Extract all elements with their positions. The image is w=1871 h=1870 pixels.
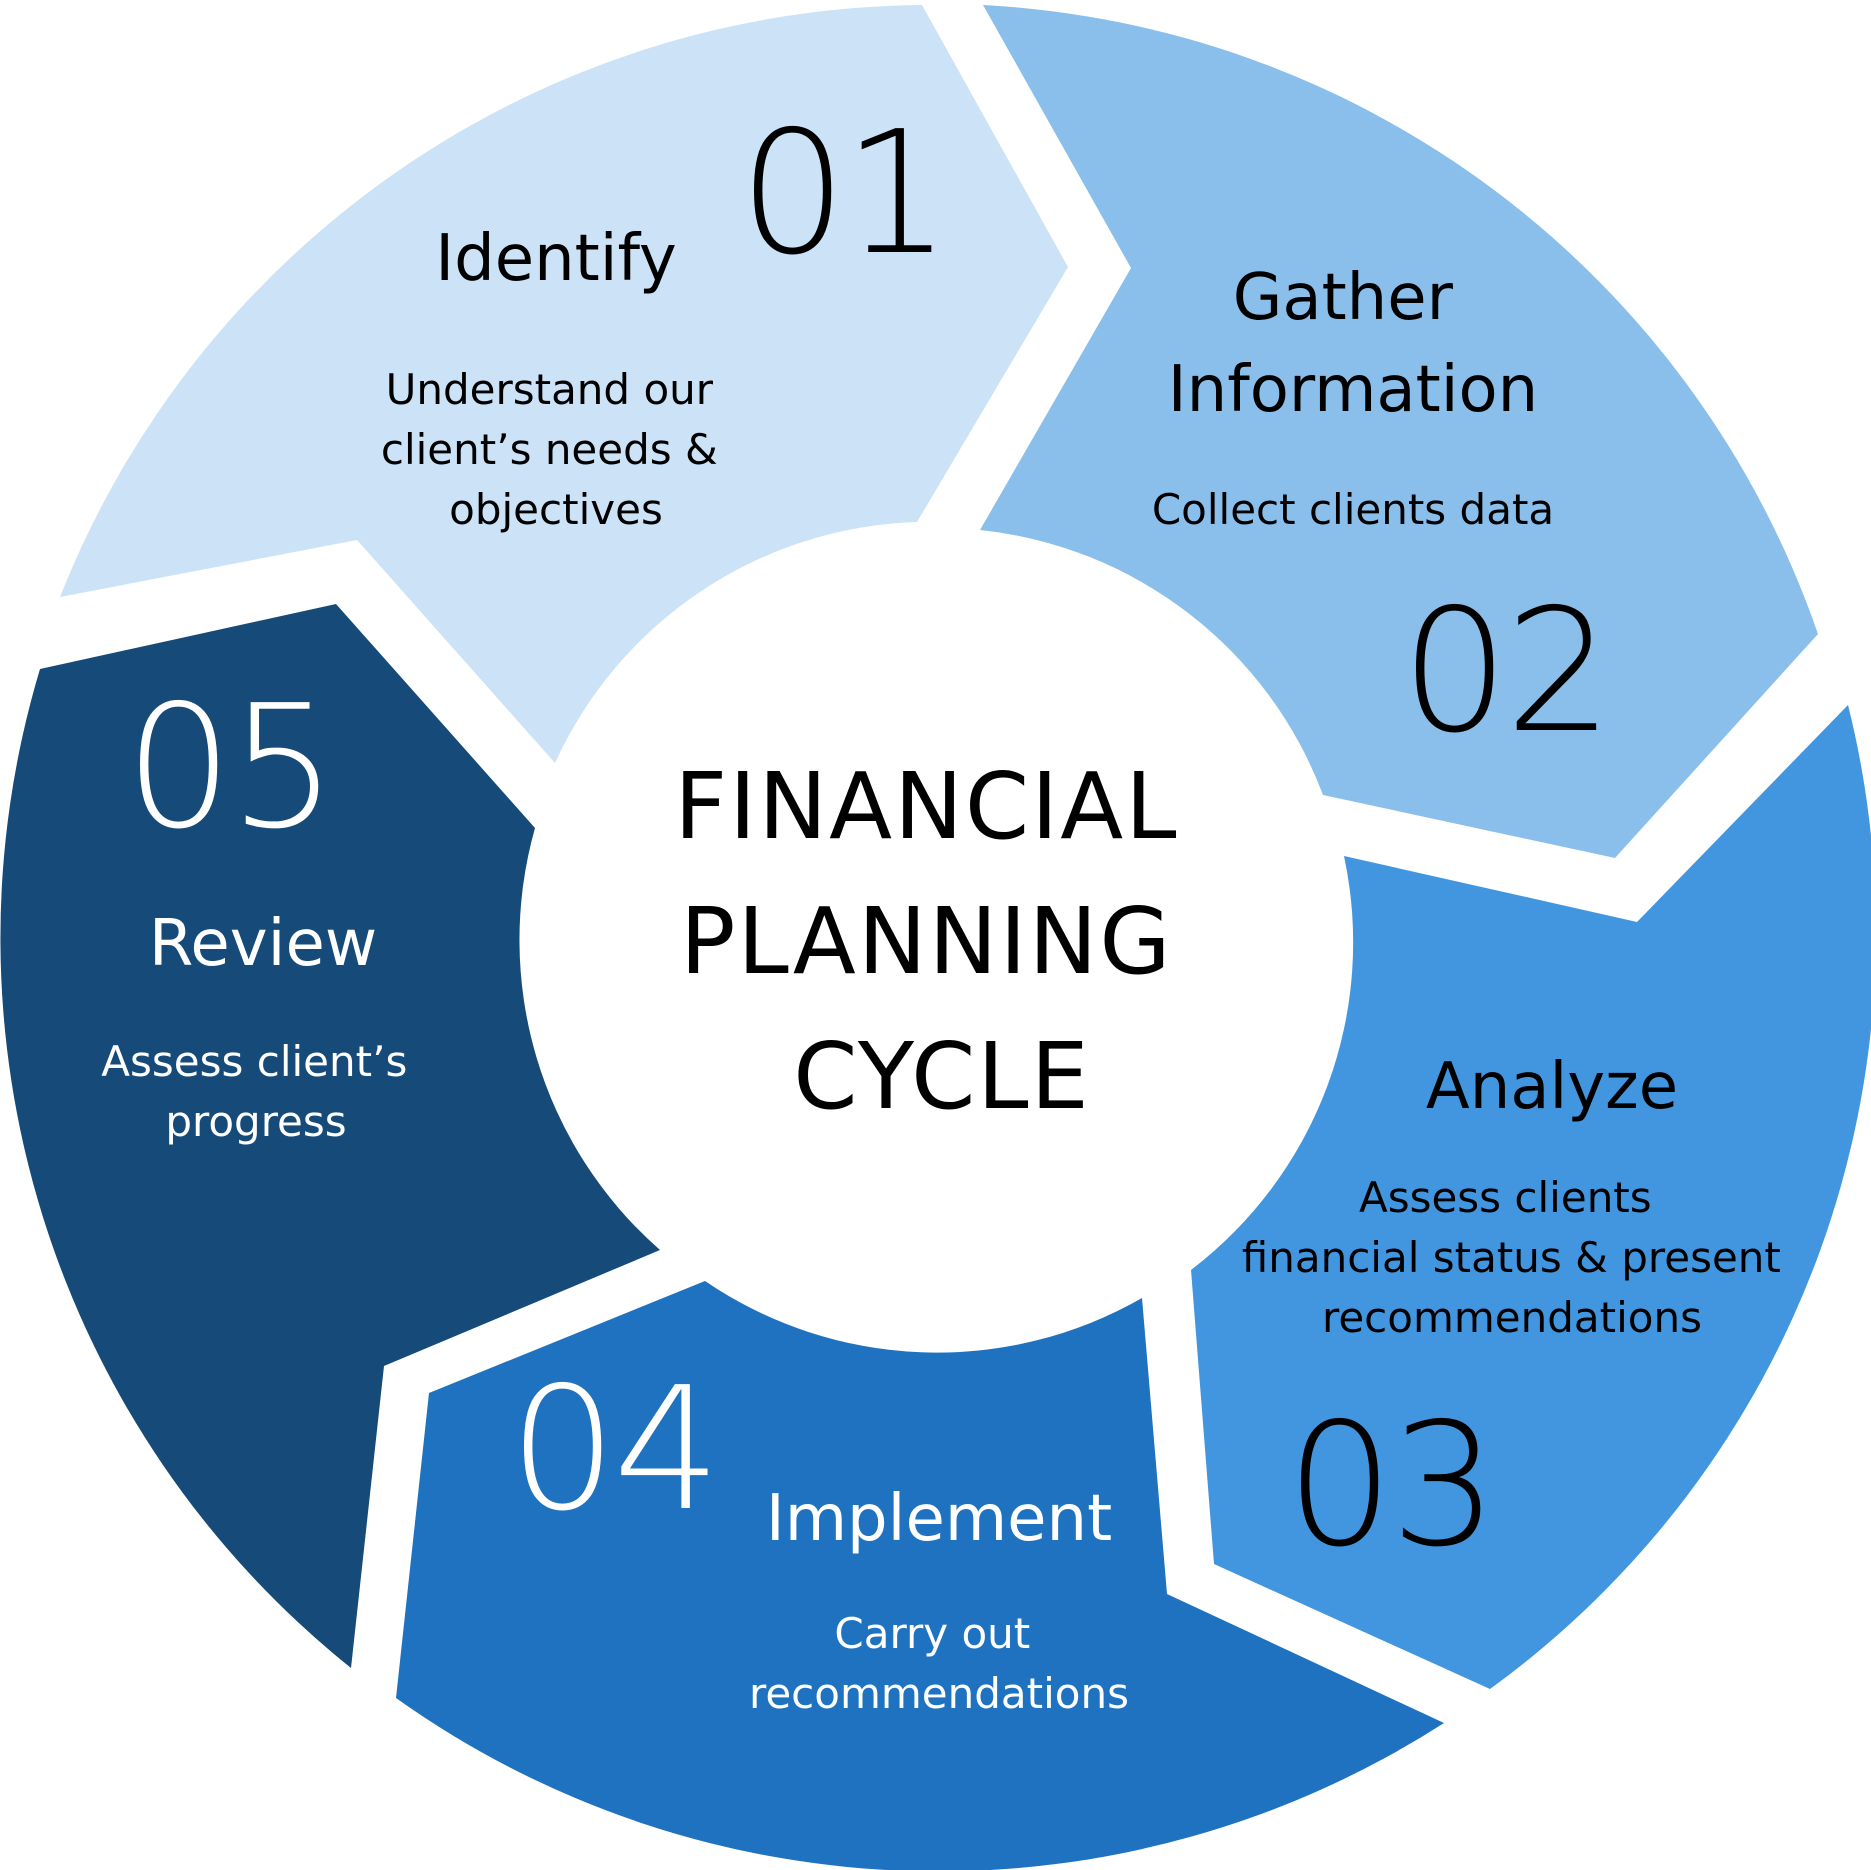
step-04-title: Implement: [766, 1482, 1112, 1556]
step-02-description: Collect clients data: [1152, 485, 1554, 534]
step-05-description-line: progress: [165, 1097, 346, 1146]
step-01-description-line: Understand our: [386, 365, 714, 414]
step-04-title-line: Implement: [766, 1482, 1112, 1556]
step-01-title-line: Identify: [435, 222, 677, 296]
step-05-title: Review: [149, 907, 377, 981]
center-title-line: FINANCIAL: [674, 753, 1178, 860]
step-05-description-line: Assess client’s: [101, 1037, 407, 1086]
step-03-number: 03: [1286, 1387, 1494, 1585]
step-04-description-line: recommendations: [749, 1669, 1129, 1718]
step-02-title-line: Gather: [1233, 261, 1454, 335]
step-05-title-line: Review: [149, 907, 377, 981]
step-03-description-line: financial status & present: [1242, 1233, 1781, 1282]
step-01-number: 01: [739, 95, 947, 293]
step-05-segment: 05 Review Assess client’s progress: [0, 604, 660, 1668]
center-title-line: PLANNING: [680, 888, 1173, 995]
step-05-shape: [0, 604, 660, 1668]
step-03-description: Assess clients financial status & presen…: [1242, 1173, 1794, 1342]
step-02-segment: Gather Information Collect clients data …: [980, 5, 1818, 858]
step-02-shape: [980, 5, 1818, 858]
step-04-description-line: Carry out: [834, 1609, 1030, 1658]
step-04-number: 04: [509, 1351, 717, 1549]
step-02-description-line: Collect clients data: [1152, 485, 1554, 534]
step-02-title-line: Information: [1168, 353, 1538, 427]
step-01-description-line: client’s needs &: [381, 425, 718, 474]
step-04-segment: 04 Implement Carry out recommendations: [396, 1281, 1444, 1870]
step-02-number: 02: [1401, 573, 1609, 771]
step-05-number: 05: [125, 669, 333, 867]
step-01-description: Understand our client’s needs & objectiv…: [381, 365, 731, 534]
center-title: FINANCIAL PLANNING CYCLE: [674, 753, 1209, 1130]
step-03-description-line: recommendations: [1322, 1293, 1702, 1342]
step-03-shape: [1191, 705, 1871, 1689]
step-01-segment: 01 Identify Understand our client’s need…: [60, 5, 1068, 763]
step-05-description: Assess client’s progress: [101, 1037, 420, 1146]
step-02-title: Gather Information: [1168, 261, 1538, 427]
center-title-line: CYCLE: [793, 1023, 1090, 1130]
center-hub: FINANCIAL PLANNING CYCLE: [674, 753, 1209, 1130]
step-04-description: Carry out recommendations: [749, 1609, 1129, 1718]
step-03-title-line: Analyze: [1426, 1050, 1678, 1124]
step-01-title: Identify: [435, 222, 677, 296]
step-04-shape: [396, 1281, 1444, 1870]
step-03-segment: Analyze Assess clients financial status …: [1191, 705, 1871, 1689]
step-03-description-line: Assess clients: [1359, 1173, 1652, 1222]
step-01-description-line: objectives: [449, 485, 663, 534]
step-03-title: Analyze: [1426, 1050, 1678, 1124]
step-01-shape: [60, 5, 1068, 763]
